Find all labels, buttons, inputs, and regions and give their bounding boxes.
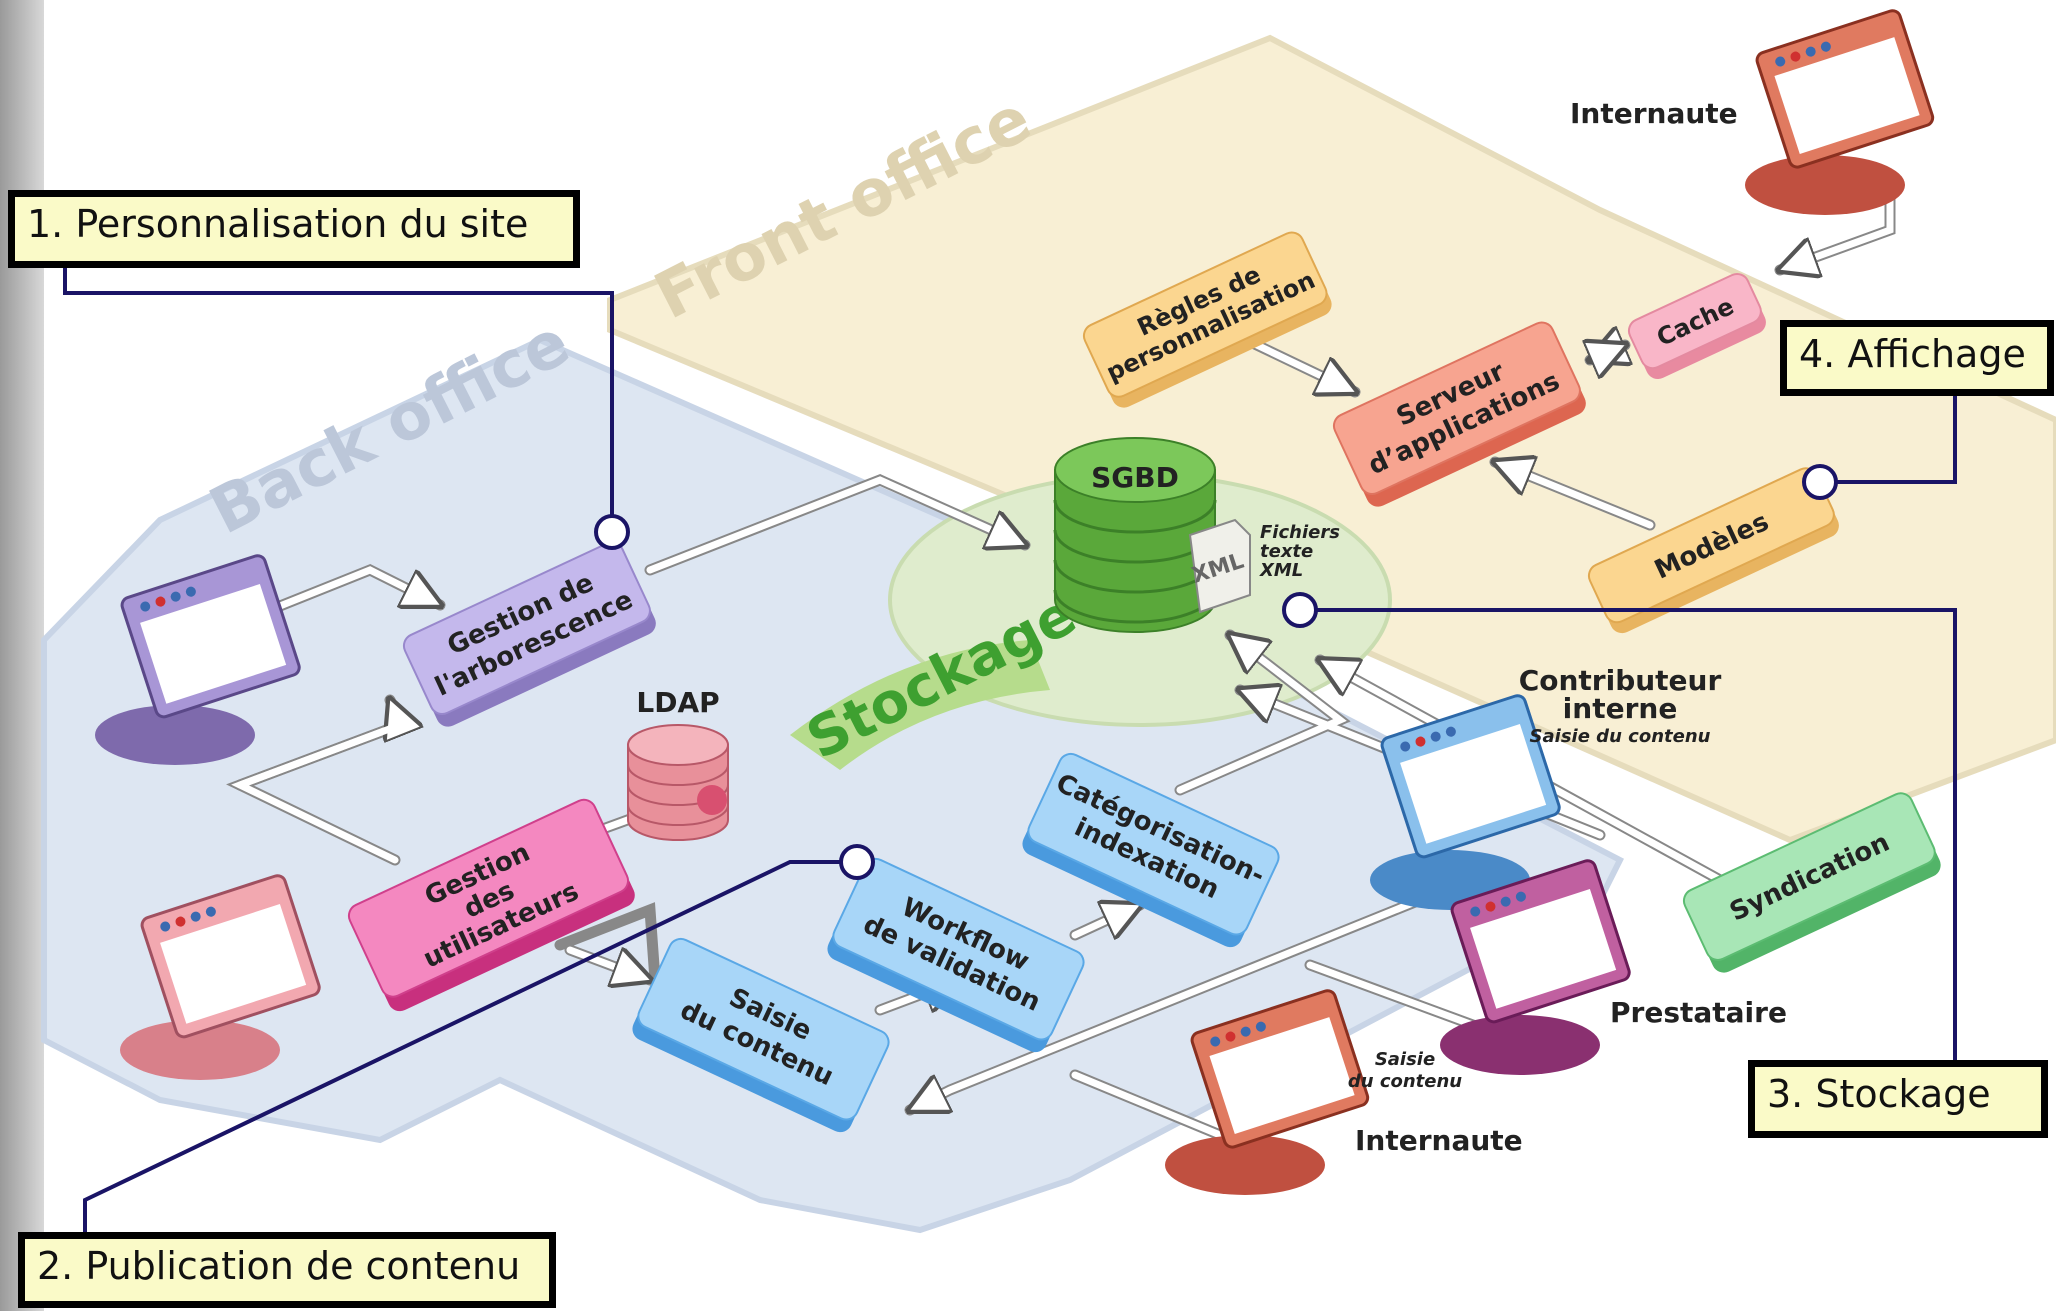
- callout-publication: 2. Publication de contenu: [18, 1232, 556, 1308]
- saisie-box: Saisie du contenu: [632, 937, 890, 1133]
- monitor-prestataire: [1440, 859, 1631, 1075]
- monitor-contributeur: [1370, 694, 1561, 910]
- callout-leaders: [63, 262, 1957, 1235]
- monitor-back-office-1: [95, 554, 301, 765]
- modeles-box: Modèles: [1587, 467, 1839, 634]
- callout-2-marker: [839, 844, 875, 880]
- monitor-internaute-top: [1745, 9, 1935, 215]
- internaute-top-label: Internaute: [1570, 97, 1738, 130]
- syndication-box: Syndication: [1682, 792, 1941, 973]
- callout-personnalisation: 1. Personnalisation du site: [8, 190, 580, 268]
- sgbd-label: SGBD: [1091, 461, 1179, 494]
- monitor-back-office-2: [120, 874, 321, 1080]
- fichiers-line2: texte: [1260, 541, 1313, 562]
- prestataire-note-1: Saisie: [1375, 1049, 1435, 1070]
- ldap-label: LDAP: [636, 686, 719, 719]
- monitor-internaute-bottom: [1165, 989, 1370, 1195]
- contributeur-sub: Saisie du contenu: [1530, 726, 1711, 747]
- contributeur-label-2: interne: [1563, 692, 1678, 725]
- fichiers-line3: XML: [1259, 560, 1303, 581]
- prestataire-label: Prestataire: [1610, 996, 1787, 1029]
- callout-1-marker: [594, 514, 630, 550]
- gestion-arbo-box: Gestion de l'arborescence: [402, 541, 656, 727]
- regles-box: Règles de personnalisation: [1082, 231, 1332, 408]
- ldap-database: LDAP: [627, 686, 729, 841]
- fichiers-line1: Fichiers: [1260, 522, 1340, 543]
- callout-4-marker: [1802, 464, 1838, 500]
- callout-stockage: 3. Stockage: [1748, 1060, 2048, 1138]
- cache-box: Cache: [1627, 273, 1766, 380]
- internaute-bottom-label: Internaute: [1355, 1124, 1523, 1157]
- contributeur-label: Contributeur: [1519, 664, 1722, 697]
- xml-file-icon: XML: [1188, 518, 1251, 614]
- callout-3-marker: [1282, 592, 1318, 628]
- prestataire-note-2: du contenu: [1348, 1071, 1462, 1092]
- callout-affichage: 4. Affichage: [1780, 320, 2054, 396]
- fichiers-label: Fichiers texte XML: [1259, 522, 1340, 581]
